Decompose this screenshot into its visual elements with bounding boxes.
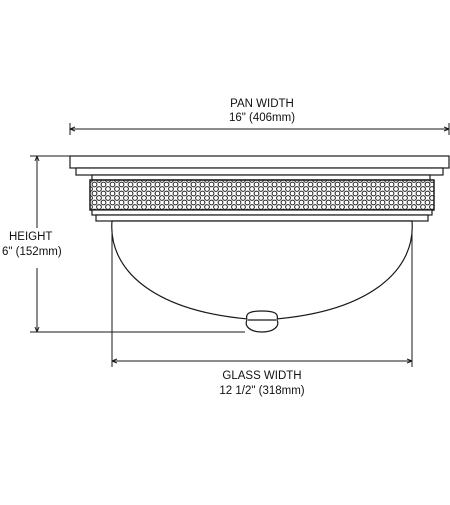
glass-width-label: GLASS WIDTH xyxy=(222,370,302,382)
perforated-band xyxy=(89,174,435,222)
pan-width-dimension xyxy=(69,123,450,135)
height-dimension xyxy=(30,155,245,333)
glass-width-value: 12 1/2" (318mm) xyxy=(219,385,305,397)
height-label: HEIGHT xyxy=(9,231,53,243)
height-value: 6" (152mm) xyxy=(2,246,62,258)
fixture-pan xyxy=(69,155,450,176)
pan-width-label: PAN WIDTH xyxy=(230,98,294,110)
glass-bowl xyxy=(111,220,413,333)
pan-width-value: 16" (406mm) xyxy=(228,112,296,124)
glass-width-dimension xyxy=(111,234,413,367)
